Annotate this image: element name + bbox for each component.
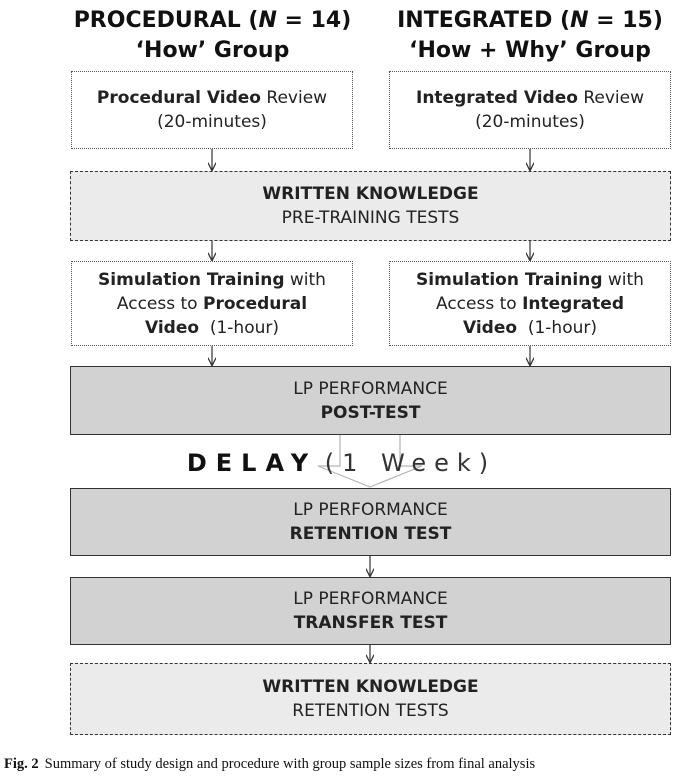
box-text: Review [261, 88, 328, 108]
box-subheading: POST-TEST [320, 402, 421, 423]
box-text: Access to [116, 293, 203, 314]
delay-hollow-arrow [317, 435, 423, 488]
group-title-size: = 14) [276, 8, 352, 33]
box-bold-text: Procedural Video [96, 88, 261, 108]
box-heading: LP PERFORMANCE [293, 589, 448, 609]
group-header-procedural: PROCEDURAL (N = 14) ‘How’ Group [40, 6, 385, 66]
group-title-prefix: INTEGRATED ( [397, 8, 571, 33]
group-n-symbol: N [258, 8, 277, 33]
box-bold-text: Integrated Video [416, 88, 578, 108]
lp-performance-transfer-test-box: LP PERFORMANCE TRANSFER TEST [70, 577, 671, 645]
group-title-prefix: PROCEDURAL ( [73, 8, 259, 33]
delay-label: DELAY (1 Week) [0, 448, 683, 478]
box-subheading: RETENTION TESTS [292, 701, 449, 721]
group-header-integrated: INTEGRATED (N = 15) ‘How + Why’ Group [380, 6, 680, 66]
group-title-size: = 15) [588, 8, 663, 33]
box-text: Review [577, 88, 644, 108]
figure-label: Fig. 2 [4, 756, 39, 772]
box-bold-text: Video [462, 317, 518, 338]
box-text: (1-hour) [517, 317, 598, 338]
group-subtitle: ‘How + Why’ Group [409, 38, 651, 63]
box-duration: (20-minutes) [475, 112, 585, 132]
written-knowledge-pretraining-box: WRITTEN KNOWLEDGE PRE-TRAINING TESTS [70, 171, 671, 241]
procedural-simulation-training-box: Simulation Training with Access to Proce… [71, 261, 353, 346]
box-bold-text: Integrated [522, 293, 624, 314]
box-bold-text: Video [144, 317, 200, 338]
box-subheading: RETENTION TEST [289, 524, 452, 544]
figure-caption: Fig. 2 Summary of study design and proced… [4, 756, 679, 773]
box-text: (1-hour) [199, 317, 280, 338]
box-text: with [602, 269, 644, 290]
box-text: with [284, 269, 326, 290]
box-bold-text: Simulation Training [416, 269, 603, 290]
box-heading: WRITTEN KNOWLEDGE [262, 184, 479, 204]
integrated-simulation-training-box: Simulation Training with Access to Integ… [389, 261, 671, 346]
figure-caption-text: Summary of study design and procedure wi… [44, 756, 536, 772]
box-text: Access to [435, 293, 523, 314]
box-subheading: PRE-TRAINING TESTS [281, 208, 460, 228]
lp-performance-retention-test-box: LP PERFORMANCE RETENTION TEST [70, 488, 671, 556]
group-subtitle: ‘How’ Group [135, 38, 290, 63]
written-knowledge-retention-box: WRITTEN KNOWLEDGE RETENTION TESTS [70, 663, 671, 735]
box-bold-text: Simulation Training [98, 269, 285, 290]
delay-period: (1 Week) [324, 449, 497, 477]
lp-performance-post-test-box: LP PERFORMANCE POST-TEST [70, 366, 671, 435]
integrated-video-review-box: Integrated Video Review (20-minutes) [389, 71, 671, 149]
procedural-video-review-box: Procedural Video Review (20-minutes) [71, 71, 353, 149]
delay-word: DELAY [186, 449, 318, 477]
box-bold-text: Procedural [202, 293, 308, 314]
box-duration: (20-minutes) [157, 112, 267, 132]
box-heading: LP PERFORMANCE [293, 378, 448, 399]
group-n-symbol: N [570, 8, 589, 33]
box-heading: WRITTEN KNOWLEDGE [262, 677, 479, 697]
box-subheading: TRANSFER TEST [293, 613, 448, 633]
box-heading: LP PERFORMANCE [293, 500, 448, 520]
